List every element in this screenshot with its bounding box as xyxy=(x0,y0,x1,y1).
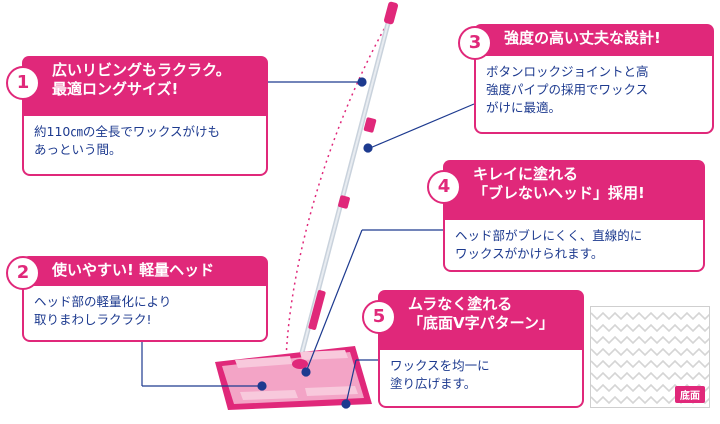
v-pattern-pad-image: 底面 xyxy=(590,306,710,408)
callout-5-number: 5 xyxy=(362,300,396,334)
callout-3-title: 強度の高い丈夫な設計! xyxy=(474,24,714,56)
callout-4-title: キレイに塗れる 「ブレないヘッド」採用! xyxy=(443,160,705,220)
callout-4-body: ヘッド部がブレにくく、直線的に ワックスがかけられます。 xyxy=(443,220,705,272)
callout-2-number: 2 xyxy=(6,256,40,290)
wax-mop-icon xyxy=(215,1,399,410)
callout-2-body: ヘッド部の軽量化により 取りまわしラクラク! xyxy=(22,286,268,342)
callout-1-title: 広いリビングもラクラク。 最適ロングサイズ! xyxy=(22,56,268,116)
callout-3-number: 3 xyxy=(458,26,492,60)
callout-2-title: 使いやすい! 軽量ヘッド xyxy=(22,256,268,286)
callout-4-number: 4 xyxy=(427,170,461,204)
photo-label: 底面 xyxy=(675,386,705,403)
callout-1-number: 1 xyxy=(6,66,40,100)
callout-3-body: ボタンロックジョイントと高 強度パイプの採用でワックス がけに最適。 xyxy=(474,56,714,134)
callout-5-body: ワックスを均一に 塗り広げます。 xyxy=(378,350,584,408)
connector-lines xyxy=(141,77,475,409)
callout-1-body: 約110㎝の全長でワックスがけも あっという間。 xyxy=(22,116,268,176)
callout-5-title: ムラなく塗れる 「底面V字パターン」 xyxy=(378,290,584,350)
